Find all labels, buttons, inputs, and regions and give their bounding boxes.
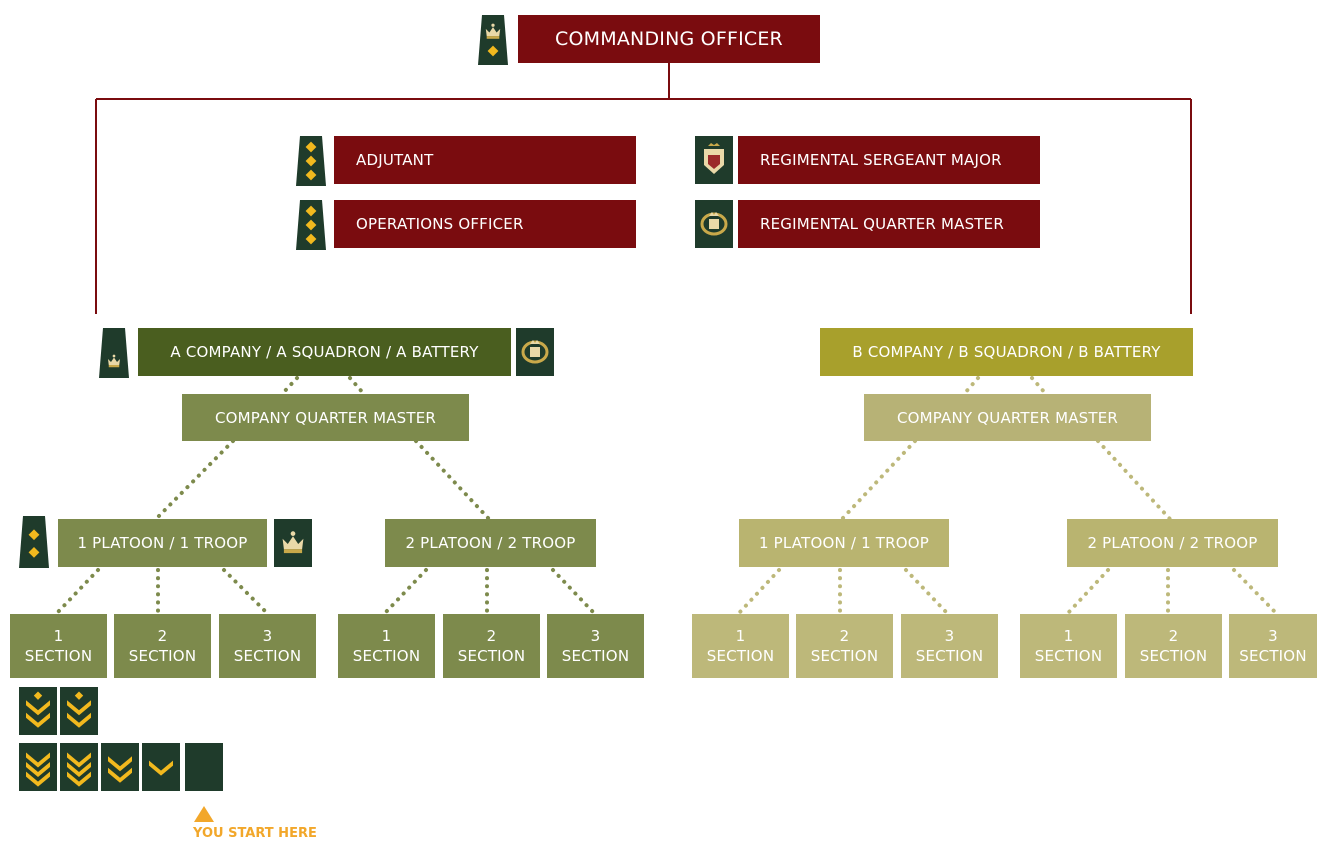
section-box: 1 SECTION bbox=[692, 614, 789, 678]
operations-officer-box: OPERATIONS OFFICER bbox=[334, 200, 636, 248]
section-number: 2 bbox=[839, 627, 850, 645]
section-number: 3 bbox=[1268, 627, 1278, 645]
company-b-platoon-connector bbox=[1232, 568, 1277, 614]
section-number: 2 bbox=[157, 627, 168, 645]
section-box: 2 SECTION bbox=[114, 614, 211, 678]
commanding-officer-label: COMMANDING OFFICER bbox=[555, 28, 783, 50]
company-a-label: A COMPANY / A SQUADRON / A BATTERY bbox=[170, 343, 479, 361]
company-b-quarter-master-label: COMPANY QUARTER MASTER bbox=[896, 408, 1119, 427]
section-label: SECTION bbox=[561, 647, 630, 665]
section-number: 3 bbox=[944, 627, 955, 645]
section-box: 1 SECTION bbox=[1020, 614, 1117, 678]
section-box: 3 SECTION bbox=[901, 614, 998, 678]
section-label: SECTION bbox=[1239, 647, 1307, 665]
section-label: SECTION bbox=[1139, 647, 1208, 665]
sergeant-chevron-icon bbox=[19, 743, 57, 791]
company-b-quarter-master-box: COMPANY QUARTER MASTER bbox=[864, 394, 1151, 441]
company-a-platoon-connector bbox=[551, 568, 595, 614]
company-b-platoon-2-box: 2 PLATOON / 2 TROOP bbox=[1067, 519, 1278, 567]
section-box: 2 SECTION bbox=[1125, 614, 1222, 678]
company-b-box: B COMPANY / B SQUADRON / B BATTERY bbox=[820, 328, 1193, 376]
company-a-platoon-2-box: 2 PLATOON / 2 TROOP bbox=[385, 519, 596, 567]
platoon-warrant-crown-icon bbox=[274, 519, 312, 567]
section-label: SECTION bbox=[915, 647, 984, 665]
section-number: 1 bbox=[735, 627, 746, 645]
rsm-box: REGIMENTAL SERGEANT MAJOR bbox=[738, 136, 1040, 184]
company-b-label: B COMPANY / B SQUADRON / B BATTERY bbox=[852, 343, 1161, 361]
company-a-box: A COMPANY / A SQUADRON / A BATTERY bbox=[138, 328, 511, 376]
section-box: 3 SECTION bbox=[547, 614, 644, 678]
company-a-sergeant-major-icon bbox=[516, 328, 554, 376]
command-connector-line bbox=[95, 63, 1192, 314]
company-b-platoon-connector bbox=[738, 568, 781, 614]
section-number: 3 bbox=[590, 627, 601, 645]
company-b-connector bbox=[1030, 376, 1048, 396]
section-number: 2 bbox=[1168, 627, 1179, 645]
company-b-platoon-1-box: 1 PLATOON / 1 TROOP bbox=[739, 519, 949, 567]
section-label: SECTION bbox=[457, 647, 526, 665]
company-b-platoon-1-label: 1 PLATOON / 1 TROOP bbox=[758, 534, 930, 552]
rqm-label: REGIMENTAL QUARTER MASTER bbox=[760, 215, 1004, 233]
section-number: 1 bbox=[53, 627, 64, 645]
corporal-chevron-icon bbox=[101, 743, 139, 791]
company-a-platoon-2-label: 2 PLATOON / 2 TROOP bbox=[405, 534, 576, 552]
company-a-qm-connector bbox=[154, 439, 235, 521]
company-a-quarter-master-box: COMPANY QUARTER MASTER bbox=[182, 394, 469, 441]
you-start-here-label: YOU START HERE bbox=[193, 826, 317, 841]
platoon-commander-rank-icon bbox=[19, 516, 49, 568]
company-a-platoon-connector bbox=[222, 568, 268, 614]
company-a-commander-rank-icon bbox=[99, 328, 129, 378]
company-b-connector bbox=[962, 376, 980, 396]
section-label: SECTION bbox=[810, 647, 879, 665]
section-box: 2 SECTION bbox=[443, 614, 540, 678]
section-box: 2 SECTION bbox=[796, 614, 893, 678]
section-box: 3 SECTION bbox=[1229, 614, 1317, 678]
company-a-quarter-master-label: COMPANY QUARTER MASTER bbox=[214, 408, 437, 427]
company-b-qm-connector bbox=[840, 439, 917, 521]
section-label: SECTION bbox=[128, 647, 197, 665]
company-a-connector bbox=[280, 376, 299, 396]
section-box: 1 SECTION bbox=[10, 614, 107, 678]
company-b-platoon-connector bbox=[904, 568, 948, 614]
section-label: SECTION bbox=[352, 647, 421, 665]
you-start-here-arrow-icon bbox=[194, 806, 214, 822]
commanding-officer-box: COMMANDING OFFICER bbox=[518, 15, 820, 63]
commanding-officer-rank-icon bbox=[478, 15, 508, 65]
rsm-label: REGIMENTAL SERGEANT MAJOR bbox=[760, 151, 1002, 169]
section-number: 1 bbox=[1063, 627, 1074, 645]
rsm-coat-of-arms-icon bbox=[695, 136, 733, 184]
staff-sergeant-chevron-icon bbox=[60, 687, 98, 735]
section-number: 3 bbox=[262, 627, 273, 645]
private-chevron-icon bbox=[142, 743, 180, 791]
section-number: 2 bbox=[486, 627, 497, 645]
company-b-platoon-2-label: 2 PLATOON / 2 TROOP bbox=[1087, 534, 1258, 552]
section-label: SECTION bbox=[1034, 647, 1103, 665]
operations-officer-rank-icon bbox=[296, 200, 326, 250]
company-b-platoon-connector bbox=[1067, 568, 1110, 614]
recruit-blank-icon bbox=[185, 743, 223, 791]
rqm-wreath-icon bbox=[695, 200, 733, 248]
company-a-platoon-1-box: 1 PLATOON / 1 TROOP bbox=[58, 519, 267, 567]
company-a-qm-connector bbox=[414, 439, 491, 521]
company-a-platoon-1-label: 1 PLATOON / 1 TROOP bbox=[77, 534, 248, 552]
staff-sergeant-chevron-icon bbox=[19, 687, 57, 735]
section-label: SECTION bbox=[24, 647, 93, 665]
section-box: 1 SECTION bbox=[338, 614, 435, 678]
company-b-qm-connector bbox=[1096, 439, 1172, 521]
rqm-box: REGIMENTAL QUARTER MASTER bbox=[738, 200, 1040, 248]
adjutant-rank-icon bbox=[296, 136, 326, 186]
company-a-connector bbox=[348, 376, 366, 396]
section-number: 1 bbox=[381, 627, 392, 645]
section-label: SECTION bbox=[233, 647, 302, 665]
section-box: 3 SECTION bbox=[219, 614, 316, 678]
operations-officer-label: OPERATIONS OFFICER bbox=[356, 215, 524, 233]
master-corporal-chevron-icon bbox=[60, 743, 98, 791]
company-a-platoon-connector bbox=[384, 568, 428, 614]
section-label: SECTION bbox=[706, 647, 775, 665]
adjutant-label: ADJUTANT bbox=[356, 151, 434, 169]
adjutant-box: ADJUTANT bbox=[334, 136, 636, 184]
company-a-platoon-connector bbox=[56, 568, 100, 614]
